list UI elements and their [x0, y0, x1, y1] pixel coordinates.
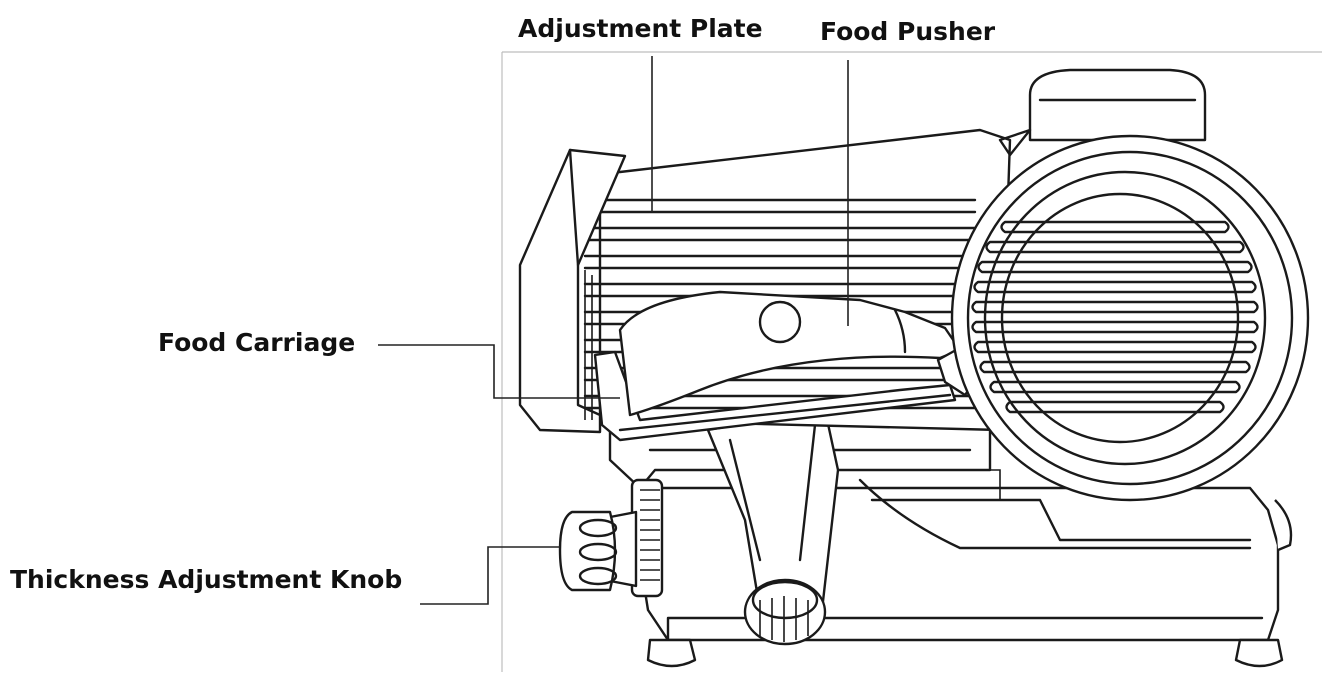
blade-guard-louvres — [971, 220, 1259, 414]
thickness-knob-assembly — [558, 478, 664, 598]
leader-lines — [378, 56, 849, 605]
label-adjustment-plate: Adjustment Plate — [518, 14, 763, 43]
label-food-carriage: Food Carriage — [158, 328, 356, 357]
label-thickness-adjustment-knob: Thickness Adjustment Knob — [10, 565, 403, 594]
carriage-arm — [706, 408, 840, 646]
end-plate — [518, 148, 627, 434]
diagram-frame — [501, 51, 1322, 672]
blade-guard — [950, 68, 1310, 502]
leader-thickness-knob — [420, 546, 560, 605]
leader-food-carriage — [378, 344, 620, 399]
label-food-pusher: Food Pusher — [820, 17, 996, 46]
